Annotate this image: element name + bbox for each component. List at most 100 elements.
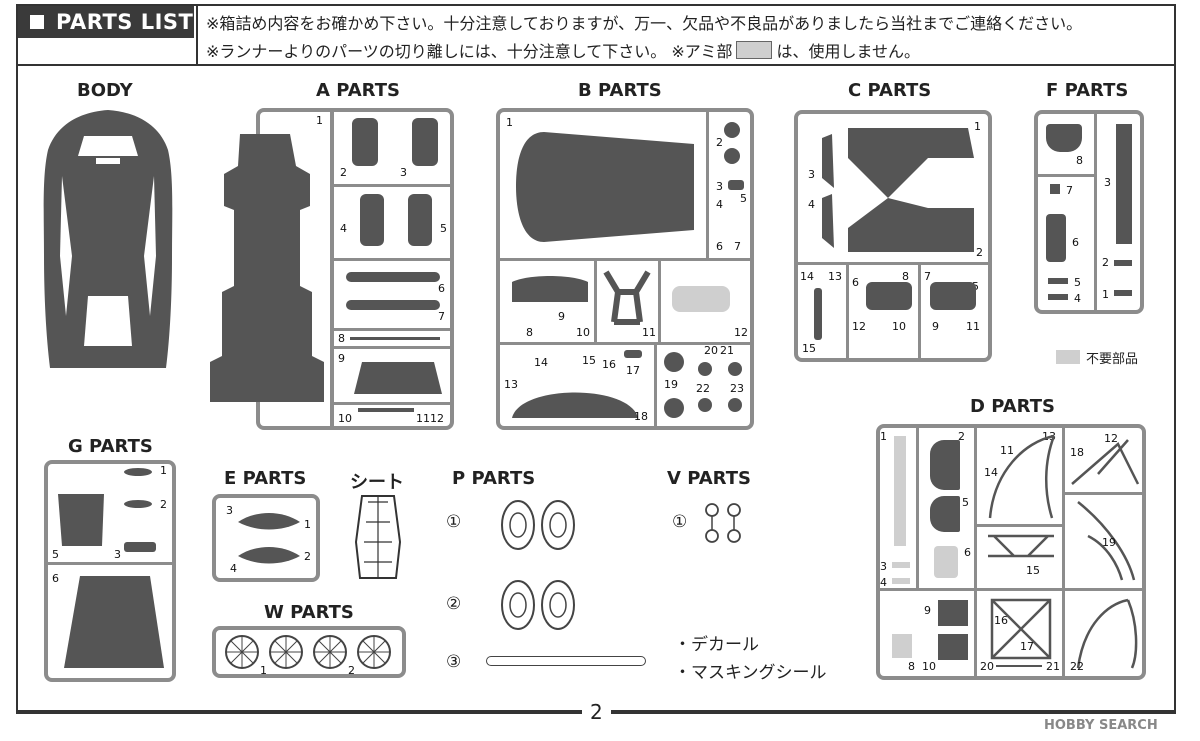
wheels-drawing (225, 635, 391, 669)
part-number: 2 (958, 430, 965, 443)
part-number: 12 (852, 320, 866, 333)
watermark: HOBBY SEARCH (1044, 718, 1158, 733)
sprue-a-divider (330, 346, 454, 349)
part-d11-d13-drawing (988, 434, 1056, 519)
sprue-b-divider (658, 258, 661, 344)
group-title-p: P PARTS (452, 468, 536, 489)
part-f8 (1046, 124, 1082, 152)
part-number: 9 (932, 320, 939, 333)
part-d1-unused (894, 436, 906, 546)
part-number: 5 (440, 222, 447, 235)
decal-item: ・デカール (674, 635, 759, 655)
part-b1-drawing (516, 132, 694, 242)
part-number: 5 (962, 496, 969, 509)
part-d4 (930, 440, 960, 490)
part-b11-drawing (603, 270, 651, 325)
part-c14 (814, 288, 822, 340)
part-number: 18 (1070, 446, 1084, 459)
part-number: 21 (1046, 660, 1060, 673)
sprue-f-divider (1094, 110, 1097, 314)
part-number: 1 (260, 664, 267, 677)
part-d2-unused (892, 562, 910, 568)
part-g5-drawing (58, 494, 104, 546)
part-b21 (728, 362, 742, 376)
part-d6-unused (934, 546, 958, 578)
part-number: 7 (1066, 184, 1073, 197)
part-number: 1 (316, 114, 323, 127)
part-number: 4 (1074, 292, 1081, 305)
sprue-c-divider (846, 262, 849, 362)
part-number: 2 (716, 136, 723, 149)
part-c1-c2-drawing (822, 128, 974, 252)
part-b20 (698, 362, 712, 376)
part-number: 5 (1074, 276, 1081, 289)
part-d3-unused (892, 578, 910, 584)
part-f6 (1046, 214, 1066, 262)
part-number: 1 (880, 430, 887, 443)
part-number: 10 (338, 412, 352, 425)
note-line-2-a: ※ランナーよりのパーツの切り離しには、十分注意して下さい。 ※アミ部 (206, 42, 733, 61)
part-number: 10 (892, 320, 906, 333)
sprue-a-divider (330, 258, 454, 261)
group-title-v: V PARTS (667, 468, 751, 489)
sprue-f-divider (1034, 174, 1094, 177)
part-number: 13 (828, 270, 842, 283)
part-b19b (664, 398, 684, 418)
part-number: 4 (808, 198, 815, 211)
seat-drawing (354, 495, 402, 579)
part-number: 4 (716, 198, 723, 211)
masking-seal-item: ・マスキングシール (674, 663, 827, 683)
part-b23 (728, 398, 742, 412)
sprue-g-divider (44, 562, 176, 565)
part-b17 (624, 350, 642, 358)
part-number: 1 (974, 120, 981, 133)
part-number: 16 (602, 358, 616, 371)
part-f4 (1048, 294, 1068, 300)
part-number: 11 (966, 320, 980, 333)
part-number: 2 (976, 246, 983, 259)
group-title-w: W PARTS (264, 602, 354, 623)
part-number: 20 (980, 660, 994, 673)
note-line-2-b: は、使用しません。 (776, 42, 920, 61)
part-b9-drawing (512, 276, 588, 302)
v-item-1-label: ① (672, 512, 688, 532)
part-number: 6 (438, 282, 445, 295)
part-g1 (124, 468, 152, 476)
part-number: 16 (994, 614, 1008, 627)
unused-legend-swatch (1056, 350, 1080, 364)
part-number: 3 (808, 168, 815, 181)
part-d16-d17-drawing (990, 598, 1052, 660)
header-band (16, 4, 1176, 66)
part-number: 8 (526, 326, 533, 339)
part-a6 (346, 272, 440, 282)
sprue-d-divider (916, 424, 919, 590)
part-number: 11 (642, 326, 656, 339)
part-d9 (938, 600, 968, 626)
part-number: 23 (730, 382, 744, 395)
part-number: 21 (720, 344, 734, 357)
group-title-seat: シート (350, 472, 404, 493)
part-number: 6 (716, 240, 723, 253)
part-a9-drawing (354, 362, 442, 394)
part-number: 2 (1102, 256, 1109, 269)
part-number: 17 (626, 364, 640, 377)
part-c7 (930, 282, 976, 310)
part-d18 (996, 665, 1042, 667)
part-number: 6 (852, 276, 859, 289)
part-g3 (124, 542, 156, 552)
part-a10 (358, 408, 414, 412)
mesh-swatch-icon (736, 41, 773, 59)
header-divider (196, 4, 198, 66)
sprue-b-divider (654, 342, 657, 430)
sprue-a-divider (330, 184, 454, 187)
part-number: 19 (1102, 536, 1116, 549)
square-bullet-icon (30, 15, 44, 29)
p-item-3-tube (486, 656, 646, 666)
part-f3 (1116, 124, 1132, 244)
part-number: 4 (340, 222, 347, 235)
sprue-b-divider (496, 258, 754, 261)
part-number: 3 (114, 548, 121, 561)
part-b22 (698, 398, 712, 412)
part-d21-drawing (1077, 501, 1136, 581)
title-text: PARTS LIST (56, 10, 194, 34)
